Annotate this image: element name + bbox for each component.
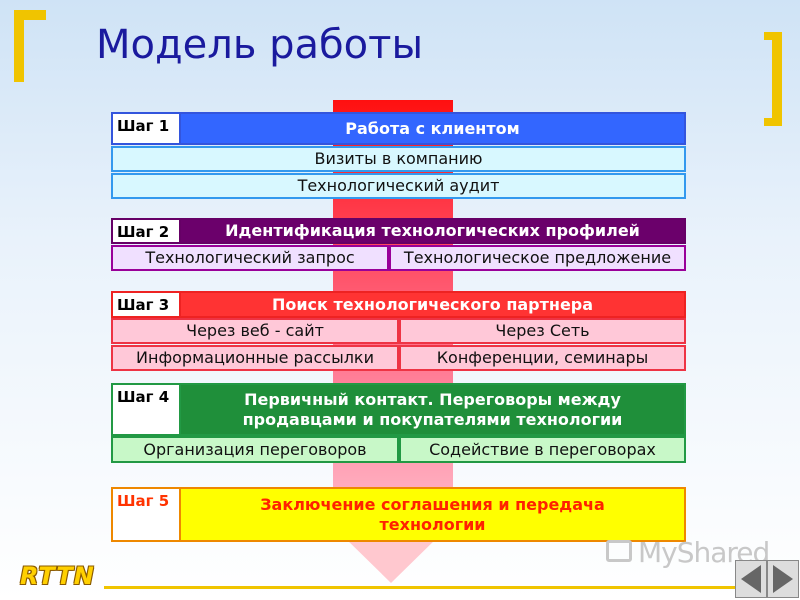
step-1-header: Работа с клиентом [179,112,686,145]
step-2-header: Идентификация технологических профилей [179,218,686,244]
corner-bracket-right [772,32,782,126]
triangle-left-icon [741,565,761,593]
step-1-label: Шаг 1 [111,112,181,145]
step-2-label: Шаг 2 [111,218,181,244]
step-1-item: Визиты в компанию [111,146,686,172]
step-3-label: Шаг 3 [111,291,181,318]
prev-slide-button[interactable] [735,560,767,598]
rttn-logo: RTTN [20,562,95,590]
corner-bracket-left [14,10,24,82]
step-4-label: Шаг 4 [111,383,181,436]
step-4-header: Первичный контакт. Переговоры между прод… [179,383,686,436]
step-5-label: Шаг 5 [111,487,181,542]
footer-divider [104,586,740,589]
step-4-item: Организация переговоров [111,436,399,463]
corner-bracket-left-top [14,10,46,20]
step-3-item: Конференции, семинары [399,345,686,371]
step-3-item: Информационные рассылки [111,345,399,371]
step-3-item: Через Сеть [399,318,686,344]
step-2-item: Технологическое предложение [389,245,686,271]
step-5-header: Заключение соглашения и передача техноло… [179,487,686,542]
step-1-item: Технологический аудит [111,173,686,199]
corner-bracket-right-bottom [764,118,782,126]
next-slide-button[interactable] [767,560,799,598]
step-3-header: Поиск технологического партнера [179,291,686,318]
flow-arrow-head [342,535,440,583]
step-3-item: Через веб - сайт [111,318,399,344]
monitor-icon [606,540,632,562]
corner-bracket-right-top [764,32,782,40]
triangle-right-icon [773,565,793,593]
slide-title: Модель работы [96,22,424,68]
step-2-item: Технологический запрос [111,245,389,271]
step-4-item: Содействие в переговорах [399,436,686,463]
